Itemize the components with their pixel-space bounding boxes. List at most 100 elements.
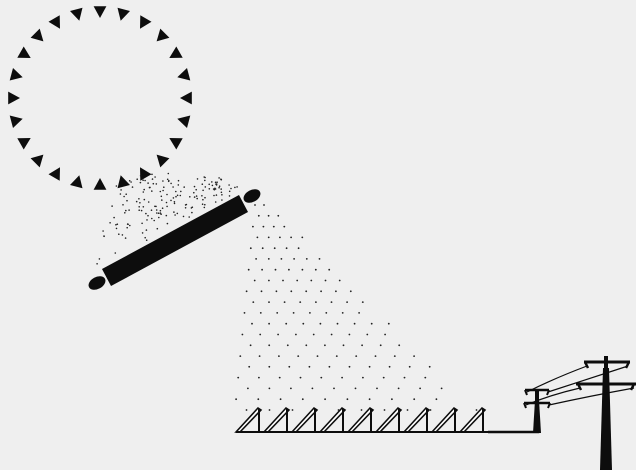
light-dot bbox=[241, 333, 244, 336]
light-dot bbox=[211, 181, 213, 183]
light-dot bbox=[338, 279, 341, 282]
light-dot bbox=[325, 312, 328, 314]
light-dot bbox=[173, 202, 176, 205]
light-dot bbox=[342, 344, 345, 347]
light-dot bbox=[283, 225, 286, 228]
light-dot bbox=[299, 301, 302, 303]
light-dot bbox=[128, 209, 130, 211]
light-dot bbox=[301, 268, 304, 271]
light-dot bbox=[151, 217, 153, 220]
light-dot bbox=[145, 239, 148, 241]
light-dot bbox=[204, 196, 206, 199]
light-dot bbox=[239, 355, 242, 357]
light-dot bbox=[159, 190, 162, 193]
light-dot bbox=[190, 207, 193, 209]
sun-icon bbox=[8, 6, 192, 190]
sun-ray bbox=[9, 115, 23, 128]
light-dot bbox=[314, 268, 317, 271]
light-dot bbox=[305, 258, 308, 260]
sun-ray bbox=[177, 115, 191, 128]
light-dot bbox=[145, 229, 148, 231]
light-dot bbox=[354, 387, 357, 390]
light-dot bbox=[335, 355, 338, 357]
sun-ray bbox=[180, 91, 192, 105]
light-dot bbox=[259, 333, 262, 336]
light-dot bbox=[348, 365, 351, 368]
sun-ray bbox=[117, 175, 130, 189]
reflected-light-stipple bbox=[235, 204, 478, 411]
light-dot bbox=[260, 290, 263, 293]
light-dot bbox=[391, 398, 393, 401]
light-dot bbox=[201, 183, 204, 185]
light-dot bbox=[147, 214, 149, 217]
power-line bbox=[547, 365, 629, 393]
light-dot bbox=[113, 216, 115, 219]
sun-ray bbox=[48, 15, 60, 29]
light-dot bbox=[170, 182, 172, 185]
light-dot bbox=[228, 184, 230, 186]
solar-panel-icon bbox=[458, 406, 488, 433]
light-dot bbox=[196, 197, 198, 200]
light-dot bbox=[249, 344, 252, 347]
light-dot bbox=[297, 247, 300, 250]
light-dot bbox=[121, 234, 124, 236]
light-dot bbox=[154, 176, 156, 178]
light-dot bbox=[193, 191, 195, 194]
light-dot bbox=[168, 179, 170, 182]
light-dot bbox=[267, 258, 270, 260]
light-dot bbox=[213, 194, 215, 197]
reflector-body bbox=[102, 195, 248, 286]
light-dot bbox=[308, 365, 311, 368]
light-dot bbox=[278, 376, 281, 379]
light-dot bbox=[166, 193, 168, 196]
light-dot bbox=[201, 203, 204, 205]
light-dot bbox=[157, 212, 160, 214]
light-dot bbox=[301, 398, 304, 401]
power-line bbox=[526, 365, 588, 393]
light-dot bbox=[319, 322, 322, 325]
light-dot bbox=[382, 376, 385, 379]
light-dot bbox=[435, 398, 438, 401]
light-dot bbox=[145, 212, 147, 215]
light-dot bbox=[419, 387, 421, 390]
light-dot bbox=[203, 176, 205, 178]
light-dot bbox=[285, 247, 288, 250]
light-dot bbox=[211, 184, 214, 187]
light-dot bbox=[254, 204, 256, 206]
light-dot bbox=[126, 223, 129, 225]
light-dot bbox=[315, 301, 317, 303]
light-dot bbox=[124, 212, 126, 214]
light-dot bbox=[268, 409, 271, 411]
light-dot bbox=[149, 186, 151, 189]
light-dot bbox=[247, 387, 249, 390]
light-dot bbox=[383, 409, 386, 411]
light-dot bbox=[290, 387, 292, 390]
light-dot bbox=[346, 301, 348, 303]
light-dot bbox=[268, 279, 270, 282]
light-dot bbox=[191, 211, 193, 214]
light-dot bbox=[126, 226, 128, 229]
light-dot bbox=[258, 376, 260, 379]
light-dot bbox=[131, 186, 134, 188]
light-dot bbox=[142, 206, 145, 208]
light-dot bbox=[139, 202, 141, 204]
light-dot bbox=[143, 188, 145, 191]
sun-ray bbox=[70, 7, 83, 21]
light-dot bbox=[214, 181, 217, 184]
light-dot bbox=[208, 188, 211, 190]
light-dot bbox=[320, 290, 322, 293]
light-dot bbox=[234, 186, 236, 189]
sun-ray bbox=[93, 178, 107, 190]
light-dot bbox=[358, 312, 360, 314]
light-dot bbox=[124, 237, 127, 239]
light-dot bbox=[279, 236, 281, 239]
solar-panel-icon bbox=[318, 406, 348, 433]
light-dot bbox=[166, 178, 169, 181]
light-dot bbox=[318, 258, 321, 260]
light-dot bbox=[188, 216, 190, 218]
light-dot bbox=[302, 322, 305, 325]
light-dot bbox=[151, 178, 154, 180]
sun-ray bbox=[140, 167, 152, 181]
light-dot bbox=[362, 376, 364, 379]
light-dot bbox=[272, 225, 275, 228]
